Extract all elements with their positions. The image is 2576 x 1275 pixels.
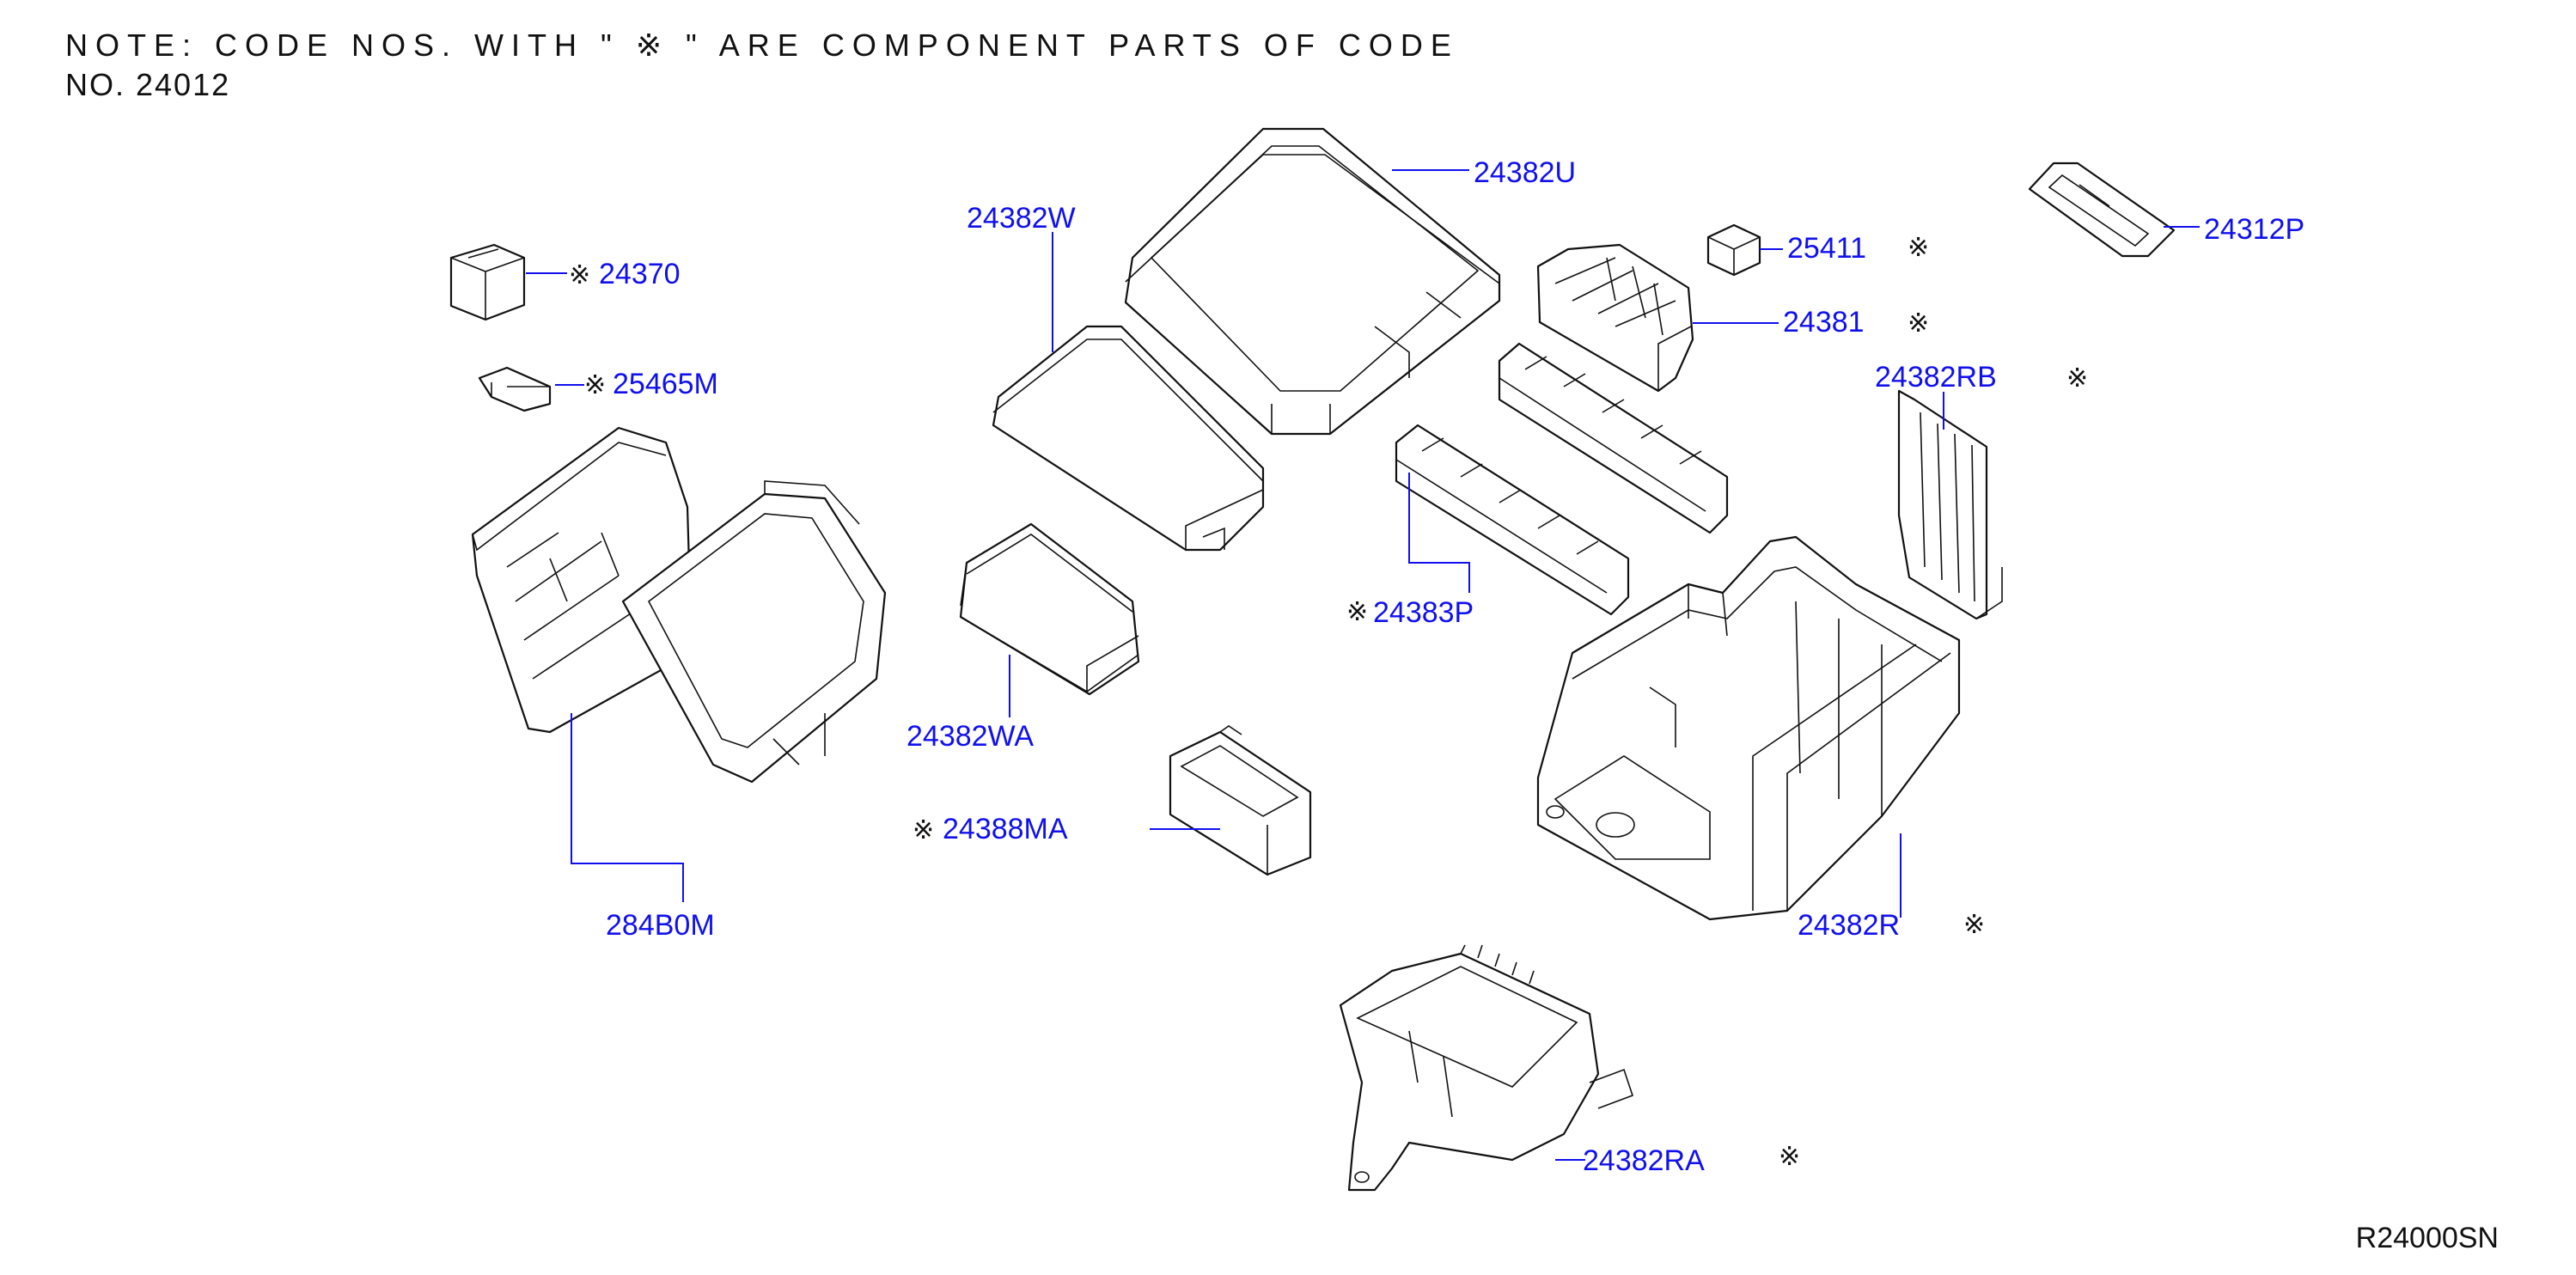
note-line-1-prefix: NOTE: CODE NOS. WITH ": [65, 27, 620, 63]
marker-symbol: ※: [635, 27, 669, 63]
note-line-1-suffix: " ARE COMPONENT PARTS OF CODE: [686, 27, 1459, 63]
part-24382WA-box[interactable]: [959, 522, 1140, 696]
marker-24382R: ※: [1963, 910, 1985, 940]
part-25465M-fuse[interactable]: [478, 366, 552, 412]
marker-24370: ※: [569, 260, 590, 290]
note-line-2: NO. 24012: [65, 67, 231, 102]
label-24383P[interactable]: 24383P: [1373, 596, 1474, 629]
part-24382RB-bracket[interactable]: [1897, 389, 2003, 620]
part-24381-block[interactable]: [1536, 243, 1694, 393]
label-24382RA[interactable]: 24382RA: [1583, 1144, 1705, 1177]
label-25465M[interactable]: 25465M: [613, 368, 718, 400]
label-24382WA[interactable]: 24382WA: [906, 720, 1034, 753]
diagram-reference-code: R24000SN: [2355, 1222, 2499, 1254]
part-24370-relay[interactable]: [449, 243, 526, 321]
part-24388MA-tray[interactable]: [1169, 725, 1312, 876]
part-24383P-holders[interactable]: [1395, 342, 1729, 616]
part-24382W-cover[interactable]: [992, 325, 1265, 552]
marker-24381: ※: [1908, 308, 1929, 339]
part-24382R-case[interactable]: [1536, 535, 1961, 921]
label-24382R[interactable]: 24382R: [1798, 909, 1900, 942]
label-284B0M[interactable]: 284B0M: [606, 909, 715, 942]
label-24381[interactable]: 24381: [1783, 306, 1865, 339]
part-24382U-cover[interactable]: [1124, 127, 1501, 436]
label-24312P[interactable]: 24312P: [2204, 213, 2304, 246]
part-24382RA-tray[interactable]: [1339, 944, 1634, 1192]
marker-25411: ※: [1908, 233, 1929, 263]
label-24370[interactable]: 24370: [599, 258, 681, 290]
label-24388MA[interactable]: 24388MA: [943, 813, 1068, 845]
marker-24382RB: ※: [2066, 363, 2088, 393]
label-24382W[interactable]: 24382W: [967, 202, 1076, 235]
part-labels: 24382U 24382W ※ 24370 ※ 25465M 25411 ※ 2…: [569, 156, 2304, 1177]
part-25411-relay[interactable]: [1706, 223, 1761, 277]
marker-24388MA: ※: [913, 815, 934, 845]
label-24382U[interactable]: 24382U: [1474, 156, 1576, 189]
marker-25465M: ※: [584, 370, 606, 400]
part-24312P-plate[interactable]: [2028, 162, 2176, 258]
label-24382RB[interactable]: 24382RB: [1875, 361, 1997, 393]
marker-24382RA: ※: [1779, 1142, 1800, 1172]
marker-24383P: ※: [1346, 597, 1368, 627]
callout-lines: [526, 169, 2200, 1161]
label-25411[interactable]: 25411: [1787, 232, 1866, 265]
note-line-1: NOTE: CODE NOS. WITH " ※ " ARE COMPONENT…: [65, 26, 1459, 65]
part-284B0M-block[interactable]: [471, 426, 887, 784]
note-text: NOTE: CODE NOS. WITH " ※ " ARE COMPONENT…: [65, 26, 1459, 105]
